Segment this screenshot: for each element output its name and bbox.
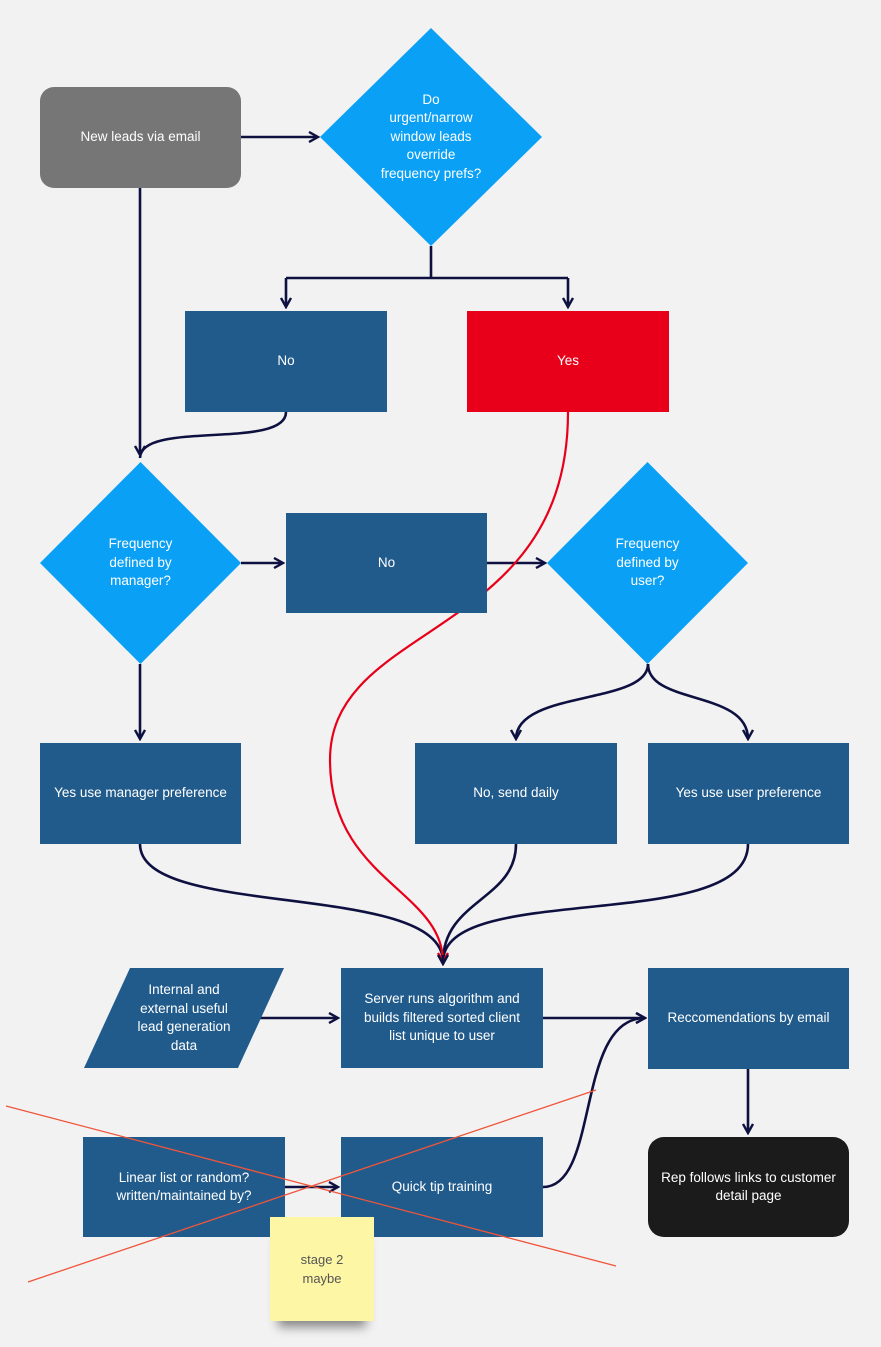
new-leads-node[interactable]: New leads via email <box>40 87 241 188</box>
recommendations-email-node[interactable]: Reccomendations by email <box>648 968 849 1069</box>
override-decision-label: Do urgent/narrow window leads override f… <box>380 91 482 181</box>
rep-follows-links-node[interactable]: Rep follows links to customer detail pag… <box>648 1137 849 1237</box>
parallelogram-shape-icon <box>84 968 284 1068</box>
use-user-preference-node[interactable]: Yes use user preference <box>648 743 849 844</box>
connector-yes-to-server <box>328 411 570 962</box>
connector-question-to-branches <box>286 246 568 280</box>
diamond-shape-icon <box>40 462 241 664</box>
connector-mgrpref-to-server <box>138 843 445 963</box>
connector-daily-to-server <box>441 843 518 963</box>
connector-user-to-daily <box>516 663 650 739</box>
user-decision-node[interactable]: Frequency defined by user? <box>547 462 748 664</box>
linear-list-node[interactable]: Linear list or random? written/maintaine… <box>83 1137 285 1237</box>
connector-userpref-to-server <box>441 843 750 963</box>
override-no-node[interactable]: No <box>185 311 387 412</box>
manager-decision-label: Frequency defined by manager? <box>108 536 173 589</box>
send-daily-node[interactable]: No, send daily <box>415 743 617 844</box>
manager-no-node[interactable]: No <box>286 513 487 613</box>
server-algorithm-node[interactable]: Server runs algorithm and builds filtere… <box>341 968 543 1068</box>
external-data-node[interactable]: Internal and external useful lead genera… <box>84 968 284 1068</box>
connector-no-to-manager <box>138 411 288 459</box>
user-decision-label: Frequency defined by user? <box>615 536 680 589</box>
diamond-shape-icon <box>320 28 542 246</box>
external-data-label: Internal and external useful lead genera… <box>137 982 231 1053</box>
override-decision-node[interactable]: Do urgent/narrow window leads override f… <box>320 28 542 246</box>
manager-decision-node[interactable]: Frequency defined by manager? <box>40 462 241 664</box>
connector-user-to-pref <box>646 663 748 739</box>
sticky-note[interactable]: stage 2 maybe <box>270 1217 374 1321</box>
diamond-shape-icon <box>547 462 748 664</box>
override-yes-node[interactable]: Yes <box>467 311 669 412</box>
use-manager-preference-node[interactable]: Yes use manager preference <box>40 743 241 844</box>
connector-quicktip-to-recs <box>542 1018 645 1189</box>
